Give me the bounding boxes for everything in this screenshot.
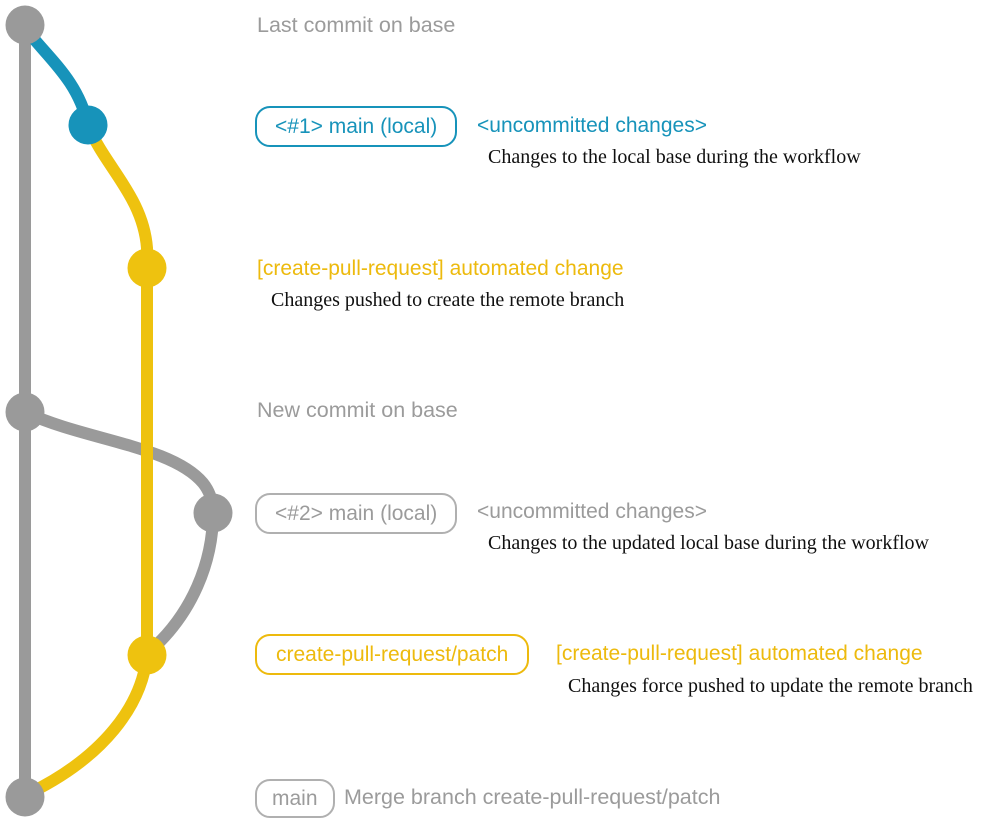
- commit-dot-merge: [5, 777, 45, 817]
- merge-commit-message: Merge branch create-pull-request/patch: [344, 785, 721, 809]
- base-update-branch-out: [21, 407, 219, 519]
- commit-dot-last-base: [5, 5, 45, 45]
- new-commit-label: New commit on base: [257, 398, 458, 422]
- commit-message-automated-1: [create-pull-request] automated change: [257, 257, 624, 280]
- commit-dot-remote-2: [127, 635, 167, 675]
- note-local-base: Changes to the local base during the wor…: [488, 146, 861, 168]
- remote-branch-upper: [82, 119, 153, 274]
- commit-dot-new-base: [5, 392, 45, 432]
- remote-branch-merge: [24, 649, 153, 799]
- commit-dot-local-1: [68, 105, 108, 145]
- uncommitted-changes-label-1: <uncommitted changes>: [477, 114, 707, 137]
- uncommitted-changes-label-2: <uncommitted changes>: [477, 500, 707, 523]
- note-pushed-create: Changes pushed to create the remote bran…: [271, 289, 625, 311]
- commit-dot-remote-1: [127, 248, 167, 288]
- branch-badge-main-local-2: <#2> main (local): [255, 493, 458, 534]
- base-update-branch-in: [144, 507, 219, 657]
- note-updated-local-base: Changes to the updated local base during…: [488, 532, 929, 554]
- commit-dot-local-2: [193, 493, 233, 533]
- branch-badge-main-local-1: <#1> main (local): [255, 106, 458, 147]
- branch-badge-patch: create-pull-request/patch: [255, 634, 530, 675]
- note-force-pushed: Changes force pushed to update the remot…: [568, 675, 973, 697]
- commit-message-automated-2: [create-pull-request] automated change: [556, 642, 923, 665]
- last-commit-label: Last commit on base: [257, 13, 456, 37]
- git-graph: [5, 5, 233, 817]
- branch-badge-main: main: [255, 779, 335, 818]
